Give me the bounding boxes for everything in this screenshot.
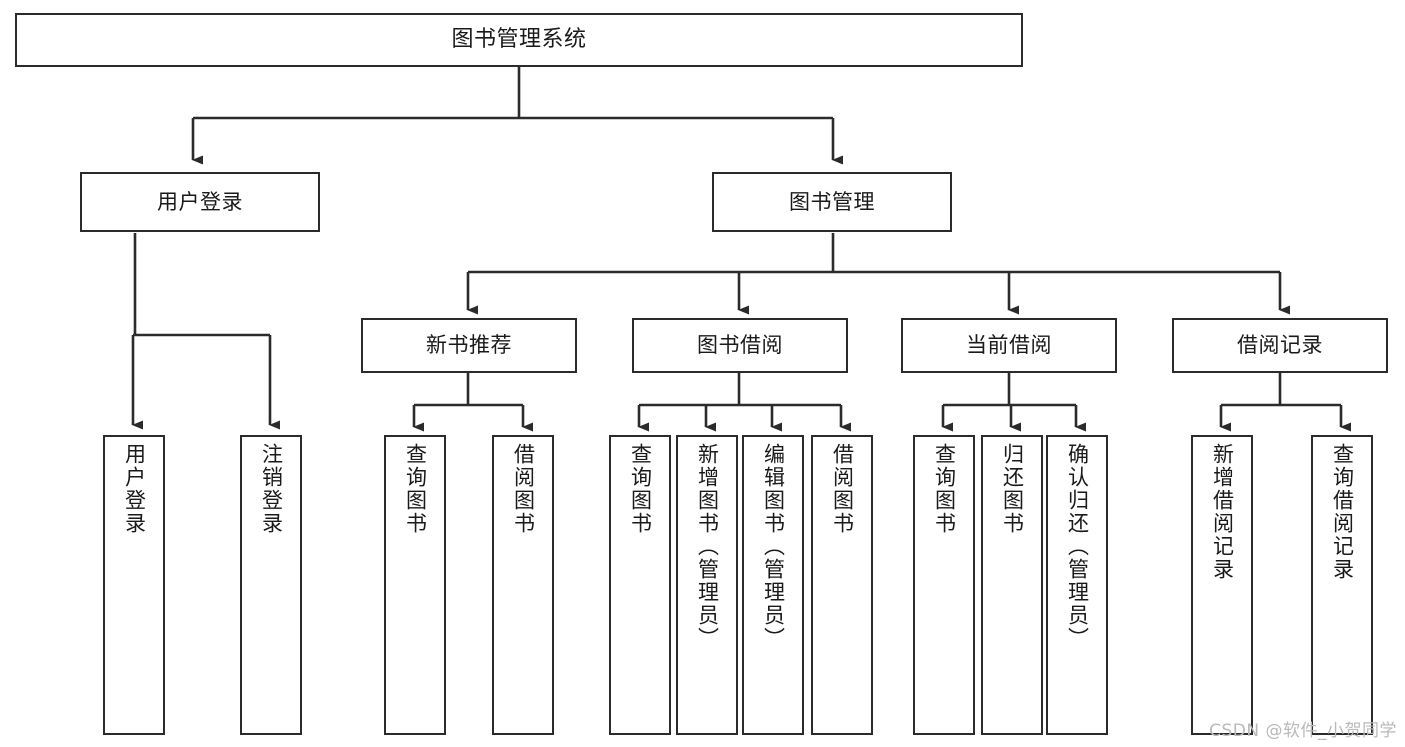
node-book-management[interactable]: 图书管理: [712, 172, 952, 232]
node-borrowing-record[interactable]: 借阅记录: [1172, 318, 1388, 373]
node-label: 查询借阅记录: [1330, 443, 1355, 581]
leaf-edit-book-admin[interactable]: 编辑图书（管理员）: [742, 435, 804, 735]
node-label: 用户登录: [122, 443, 147, 535]
node-label: 查询图书: [628, 443, 653, 535]
node-label: 查询图书: [403, 443, 428, 535]
leaf-logout[interactable]: 注销登录: [240, 435, 302, 735]
leaf-add-book-admin[interactable]: 新增图书（管理员）: [676, 435, 738, 735]
node-current-borrowing[interactable]: 当前借阅: [901, 318, 1117, 373]
leaf-query-borrow-record[interactable]: 查询借阅记录: [1311, 435, 1373, 735]
node-label: 当前借阅: [966, 333, 1052, 358]
node-label: 借阅图书: [830, 443, 855, 535]
node-label: 用户登录: [157, 189, 243, 214]
node-label: 新书推荐: [426, 333, 512, 358]
leaf-return-book[interactable]: 归还图书: [981, 435, 1043, 735]
node-label: 借阅记录: [1237, 333, 1323, 358]
node-label: 图书借阅: [697, 333, 783, 358]
node-label: 编辑图书（管理员）: [761, 443, 786, 650]
node-label: 查询图书: [932, 443, 957, 535]
node-label: 借阅图书: [511, 443, 536, 535]
leaf-query-book-new-rec[interactable]: 查询图书: [384, 435, 446, 735]
node-user-login[interactable]: 用户登录: [80, 172, 320, 232]
node-root-book-management-system[interactable]: 图书管理系统: [15, 13, 1023, 67]
node-label: 注销登录: [259, 443, 284, 535]
node-new-book-recommendation[interactable]: 新书推荐: [361, 318, 577, 373]
node-label: 新增借阅记录: [1210, 443, 1235, 581]
leaf-borrow-book-new-rec[interactable]: 借阅图书: [492, 435, 554, 735]
leaf-confirm-return-admin[interactable]: 确认归还（管理员）: [1046, 435, 1108, 735]
leaf-add-borrow-record[interactable]: 新增借阅记录: [1191, 435, 1253, 735]
node-label: 新增图书（管理员）: [695, 443, 720, 650]
leaf-query-book-borrowing[interactable]: 查询图书: [609, 435, 671, 735]
leaf-user-login[interactable]: 用户登录: [103, 435, 165, 735]
node-label: 图书管理: [789, 189, 875, 214]
node-book-borrowing[interactable]: 图书借阅: [632, 318, 848, 373]
watermark-text: CSDN @软件_小贺同学: [1209, 721, 1397, 741]
node-label: 确认归还（管理员）: [1065, 443, 1090, 650]
leaf-borrow-book-borrowing[interactable]: 借阅图书: [811, 435, 873, 735]
node-label: 归还图书: [1000, 443, 1025, 535]
node-label: 图书管理系统: [451, 27, 587, 53]
leaf-query-book-current[interactable]: 查询图书: [913, 435, 975, 735]
